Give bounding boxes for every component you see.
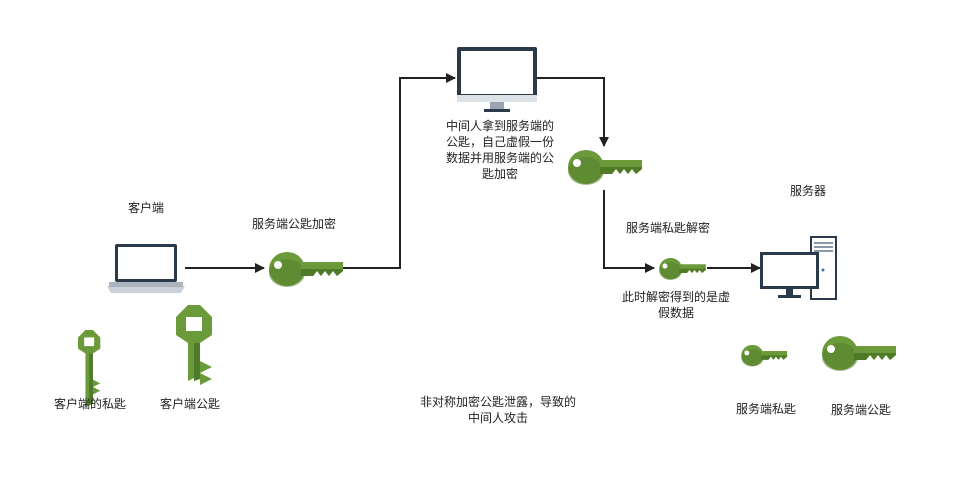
client-private-key-label: 客户端的私匙 bbox=[53, 397, 126, 411]
arrow-key-to-mitm bbox=[342, 73, 456, 269]
client-label: 客户端 bbox=[127, 201, 164, 215]
monitor-icon bbox=[457, 47, 537, 112]
connectors bbox=[185, 73, 761, 273]
server-label: 服务器 bbox=[789, 184, 826, 198]
mitm-note-label: 中间人拿到服务端的 公匙，自己虚假一份 数据并用服务端的公 匙加密 bbox=[445, 119, 554, 181]
diagram-caption: 非对称加密公匙泄露，导致的 中间人攻击 bbox=[419, 395, 576, 425]
server-private-key-icon bbox=[741, 344, 788, 367]
client-private-key-icon bbox=[78, 330, 101, 407]
server-public-key-encrypt-icon bbox=[269, 252, 343, 287]
decrypted-fake-label: 此时解密得到的是虚 假数据 bbox=[621, 290, 730, 320]
laptop-icon bbox=[107, 244, 185, 293]
server-public-key-label: 服务端公匙 bbox=[830, 403, 891, 417]
server-private-key-decrypt-icon bbox=[659, 257, 706, 280]
server-pubkey-encrypt-label: 服务端公匙加密 bbox=[251, 217, 336, 231]
client-public-key-label: 客户端公匙 bbox=[159, 397, 220, 411]
server-privkey-decrypt-label: 服务端私匙解密 bbox=[625, 221, 710, 235]
server-private-key-label: 服务端私匙 bbox=[735, 402, 796, 416]
arrow-mitm-to-key bbox=[536, 77, 609, 147]
client-public-key-icon bbox=[176, 305, 212, 385]
arrow-key-to-decrypt bbox=[603, 190, 655, 273]
server-desktop-icon bbox=[760, 236, 837, 300]
server-public-key-mitm-icon bbox=[568, 150, 642, 185]
server-public-key-icon bbox=[822, 336, 896, 371]
